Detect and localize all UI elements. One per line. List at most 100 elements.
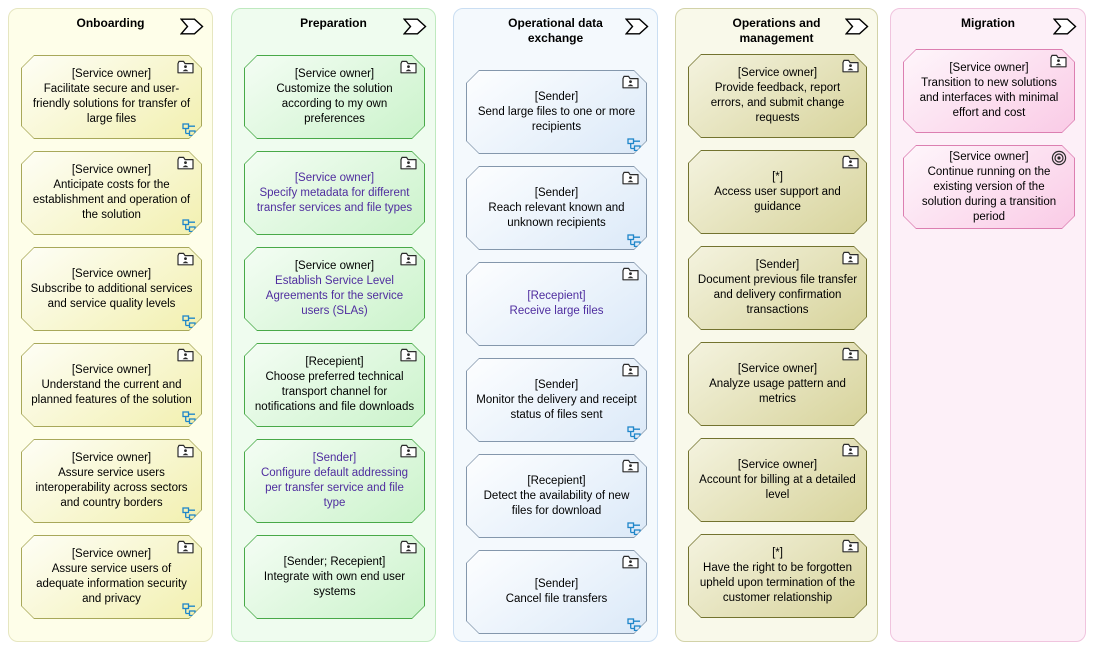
card-body: [Sender] Document previous file transfer… [689,247,866,329]
folder-person-icon [842,539,859,553]
group-header: Migration [891,9,1085,35]
card-text: Assure service users interoperability ac… [35,467,188,509]
card-role: [Service owner] [71,452,152,464]
group-cards: [Service owner] Facilitate secure and us… [9,55,212,619]
folder-person-icon [400,348,417,362]
view-reference-icon[interactable] [182,603,196,616]
capability-card[interactable]: [Service owner] Continue running on the … [903,145,1075,229]
capability-card[interactable]: [Sender] Reach relevant known and unknow… [466,166,647,250]
capability-card[interactable]: [Service owner] Provide feedback, report… [688,54,867,138]
card-body: [Sender] Cancel file transfers [467,551,646,633]
capability-group: Operational data exchange [Sender] Send … [453,8,658,642]
card-body: [Recepient] Detect the availability of n… [467,455,646,537]
value-stream-icon [844,18,869,35]
view-reference-icon[interactable] [182,411,196,424]
capability-card[interactable]: [Service owner] Facilitate secure and us… [21,55,202,139]
card-text: Access user support and guidance [714,185,841,213]
capability-card[interactable]: [Recepient] Detect the availability of n… [466,454,647,538]
capability-card[interactable]: [Recepient] Choose preferred technical t… [244,343,425,427]
card-role: [Service owner] [737,458,818,471]
card-body: [Sender] Reach relevant known and unknow… [467,167,646,249]
card-body: [Service owner] Continue running on the … [904,146,1074,228]
card-body: [Service owner] Anticipate costs for the… [22,152,201,234]
card-body: [*] Have the right to be forgotten uphel… [689,535,866,617]
folder-person-icon [622,555,639,569]
card-role: [Sender] [312,452,357,464]
card-text: Establish Service Level Agreements for t… [265,275,404,317]
capability-group: Operations and management [Service owner… [675,8,878,642]
capability-card[interactable]: [Recepient] Receive large files [466,262,647,346]
capability-card[interactable]: [Service owner] Specify metadata for dif… [244,151,425,235]
card-body: [Service owner] Analyze usage pattern an… [689,343,866,425]
capability-card[interactable]: [*] Have the right to be forgotten uphel… [688,534,867,618]
group-title[interactable]: Migration [961,16,1015,30]
capability-card[interactable]: [*] Access user support and guidance [688,150,867,234]
group-title[interactable]: Onboarding [76,16,145,30]
folder-person-icon [842,347,859,361]
capability-card[interactable]: [Service owner] Customize the solution a… [244,55,425,139]
card-text: Monitor the delivery and receipt status … [476,393,637,421]
capability-card[interactable]: [Service owner] Subscribe to additional … [21,247,202,331]
card-body: [Service owner] Assure service users of … [22,536,201,618]
card-text: Cancel file transfers [505,593,608,605]
folder-person-icon [177,444,194,458]
capability-card[interactable]: [Sender] Monitor the delivery and receip… [466,358,647,442]
folder-person-icon [177,348,194,362]
capability-card[interactable]: [Service owner] Assure service users of … [21,535,202,619]
view-reference-icon[interactable] [182,219,196,232]
folder-person-icon [622,459,639,473]
capability-group: Preparation [Service owner] Customize th… [231,8,436,642]
card-text: Continue running on the existing version… [921,165,1057,223]
capability-card[interactable]: [Sender] Document previous file transfer… [688,246,867,330]
view-reference-icon[interactable] [627,234,641,247]
view-reference-icon[interactable] [182,507,196,520]
view-reference-icon[interactable] [182,315,196,328]
card-body: [Sender] Send large files to one or more… [467,71,646,153]
card-role: [Service owner] [71,164,152,176]
card-role: [Service owner] [737,67,818,79]
folder-person-icon [842,251,859,265]
card-text: Analyze usage pattern and metrics [709,377,846,405]
folder-person-icon [842,59,859,73]
card-body: [Sender] Configure default addressing pe… [245,440,424,522]
card-body: [*] Access user support and guidance [689,151,866,233]
value-stream-icon [1052,18,1077,35]
folder-person-icon [400,252,417,266]
card-role: [Recepient] [527,290,586,302]
capability-card[interactable]: [Service owner] Account for billing at a… [688,438,867,522]
card-role: [Service owner] [71,548,152,560]
card-role: [Service owner] [294,171,375,184]
capability-card[interactable]: [Service owner] Analyze usage pattern an… [688,342,867,426]
group-cards: [Sender] Send large files to one or more… [454,70,657,634]
capability-card[interactable]: [Service owner] Establish Service Level … [244,247,425,331]
capability-card[interactable]: [Sender; Recepient] Integrate with own e… [244,535,425,619]
capability-card[interactable]: [Sender] Cancel file transfers [466,550,647,634]
card-text: Subscribe to additional services and ser… [30,282,193,310]
card-text: Document previous file transfer and deli… [697,274,858,316]
view-reference-icon[interactable] [627,426,641,439]
capability-card[interactable]: [Service owner] Anticipate costs for the… [21,151,202,235]
card-text: Reach relevant known and unknown recipie… [488,201,625,229]
folder-person-icon [177,60,194,74]
capability-card[interactable]: [Service owner] Understand the current a… [21,343,202,427]
card-role: [Recepient] [527,474,586,487]
folder-person-icon [400,60,417,74]
capability-card[interactable]: [Sender] Send large files to one or more… [466,70,647,154]
capability-card[interactable]: [Service owner] Transition to new soluti… [903,49,1075,133]
card-text: Transition to new solutions and interfac… [919,77,1059,119]
view-reference-icon[interactable] [182,123,196,136]
group-title[interactable]: Preparation [300,16,367,30]
card-body: [Service owner] Transition to new soluti… [904,50,1074,132]
view-reference-icon[interactable] [627,138,641,151]
group-header: Operations and management [676,9,877,46]
group-cards: [Service owner] Provide feedback, report… [676,54,877,618]
group-title[interactable]: Operations and management [732,16,821,45]
group-title[interactable]: Operational data exchange [508,16,603,45]
capability-card[interactable]: [Sender] Configure default addressing pe… [244,439,425,523]
folder-person-icon [622,267,639,281]
view-reference-icon[interactable] [627,522,641,535]
view-reference-icon[interactable] [627,618,641,631]
card-text: Account for billing at a detailed level [699,473,856,501]
card-text: Anticipate costs for the establishment a… [32,179,191,221]
capability-card[interactable]: [Service owner] Assure service users int… [21,439,202,523]
